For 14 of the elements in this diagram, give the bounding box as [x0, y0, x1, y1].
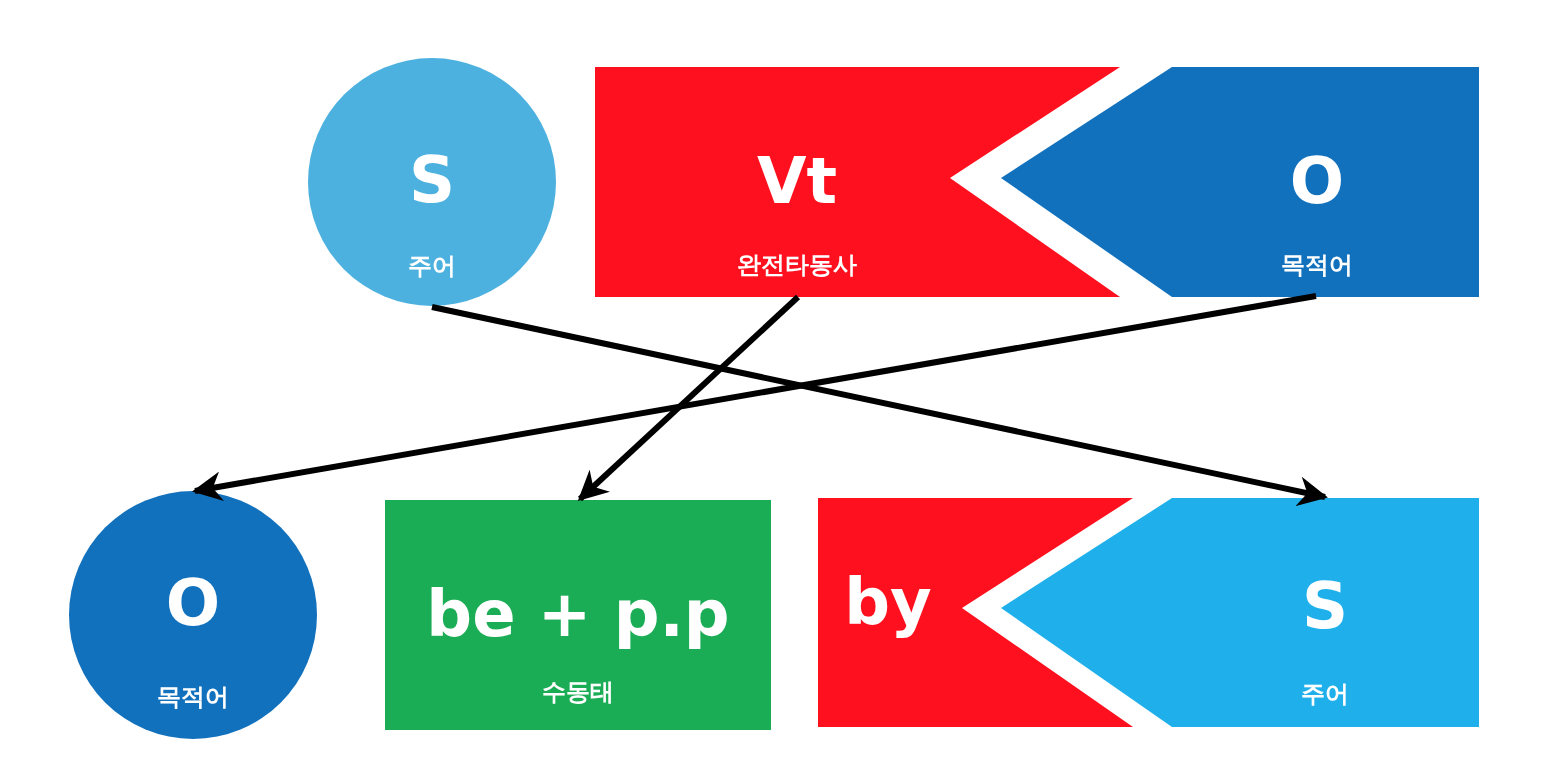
symbol-label: S: [408, 148, 456, 212]
arrow: [192, 293, 1317, 502]
symbol-label: O: [165, 571, 221, 635]
symbol-label: O: [1289, 149, 1345, 213]
arrow: [577, 294, 801, 502]
arrow: [431, 304, 1328, 507]
symbol-label: S: [1301, 574, 1349, 638]
caption-label: 수동태: [542, 680, 614, 704]
symbol-label: Vt: [756, 149, 838, 213]
caption-label: 완전타동사: [737, 253, 857, 277]
caption-label: 목적어: [157, 685, 229, 709]
caption-label: 주어: [408, 254, 456, 278]
caption-label: 주어: [1301, 682, 1349, 706]
caption-label: 목적어: [1281, 253, 1353, 277]
